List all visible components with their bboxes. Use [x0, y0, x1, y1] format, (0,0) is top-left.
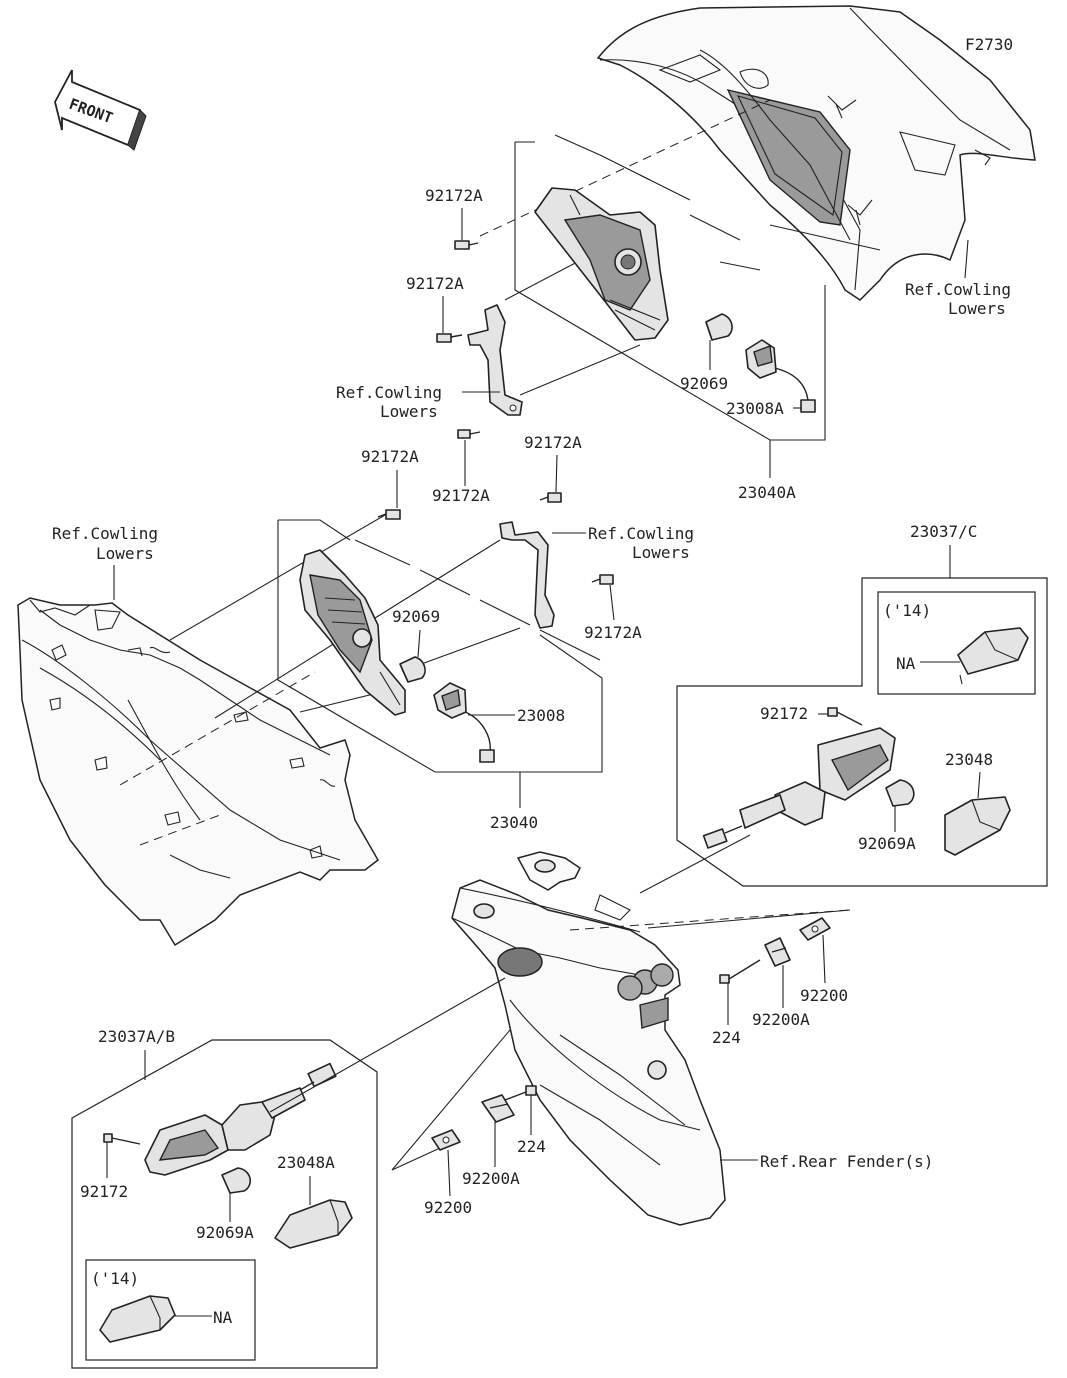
- socket-upper-icon: [745, 339, 816, 413]
- mid-indicator-housing: [299, 549, 406, 716]
- label-plate-left-a: 92200A: [462, 1169, 520, 1188]
- turn-signal-left-box: [71, 1039, 378, 1369]
- ref-cowling-lower-bracket-line1: Ref.Cowling: [588, 524, 694, 543]
- label-lens-right: 23048: [945, 750, 993, 769]
- bulb-right-icon: [885, 779, 915, 807]
- year-14-right-box: [877, 591, 1036, 695]
- label-screw-upper-2: 92172A: [406, 274, 464, 293]
- front-arrow-icon: FRONT: [54, 69, 147, 151]
- label-socket-mid: 23008: [517, 706, 565, 725]
- plate-right-a-icon: [764, 937, 791, 967]
- label-bolt-left: 224: [517, 1137, 546, 1156]
- rear-fender: [451, 851, 851, 1226]
- screw-upper-3-icon: [457, 429, 481, 439]
- label-screw-mid-right: 92172A: [524, 433, 582, 452]
- label-na-right: NA: [896, 654, 916, 673]
- plate-left-a-icon: [481, 1094, 515, 1123]
- ref-cowling-left-line2: Lowers: [96, 544, 154, 563]
- turn-signal-right-box: [676, 577, 1048, 887]
- label-assembly-upper: 23040A: [738, 483, 796, 502]
- screw-signal-right-icon: [827, 707, 863, 726]
- label-bulb-upper: 92069: [680, 374, 728, 393]
- ref-cowling-top-right-line2: Lowers: [948, 299, 1006, 318]
- label-year-14-left: ('14): [91, 1269, 139, 1288]
- label-bulb-left: 92069A: [196, 1223, 254, 1242]
- bulb-upper-icon: [705, 313, 733, 341]
- screw-mid-right-icon: [539, 492, 562, 503]
- bulb-left-icon: [221, 1167, 251, 1194]
- socket-mid-icon: [433, 682, 495, 763]
- upper-indicator-housing: [534, 187, 669, 341]
- left-cowling: [17, 597, 379, 947]
- screw-upper-1-icon: [454, 240, 479, 250]
- label-turn-signal-left: 23037A/B: [98, 1027, 175, 1046]
- label-socket-upper: 23008A: [726, 399, 784, 418]
- label-screw-upper-1: 92172A: [425, 186, 483, 205]
- label-year-14-right: ('14): [883, 601, 931, 620]
- ref-cowling-upper-bracket-line2: Lowers: [380, 402, 438, 421]
- label-bulb-right: 92069A: [858, 834, 916, 853]
- label-screw-mid-left: 92172A: [361, 447, 419, 466]
- plate-right-icon: [799, 917, 831, 941]
- year-14-left-box: [85, 1259, 256, 1361]
- label-lens-left: 23048A: [277, 1153, 335, 1172]
- lens-left-icon: [274, 1199, 353, 1249]
- label-bolt-right: 224: [712, 1028, 741, 1047]
- label-turn-signal-right: 23037/C: [910, 522, 977, 541]
- label-na-left: NA: [213, 1308, 233, 1327]
- mid-bracket: [499, 521, 555, 629]
- plate-left-icon: [431, 1129, 461, 1151]
- label-plate-left: 92200: [424, 1198, 472, 1217]
- label-screw-signal-right: 92172: [760, 704, 808, 723]
- na-lens-right-icon: [957, 627, 1029, 685]
- label-screw-upper-3: 92172A: [432, 486, 490, 505]
- screw-signal-left-icon: [103, 1133, 141, 1145]
- upper-bracket: [467, 304, 523, 416]
- na-lens-left-icon: [99, 1295, 176, 1343]
- label-screw-signal-left: 92172: [80, 1182, 128, 1201]
- label-assembly-mid: 23040: [490, 813, 538, 832]
- lens-right-icon: [944, 796, 1011, 856]
- upper-cowling: [596, 5, 1036, 301]
- ref-cowling-top-right-line1: Ref.Cowling: [905, 280, 1011, 299]
- ref-cowling-upper-bracket-line1: Ref.Cowling: [336, 383, 442, 402]
- ref-cowling-lower-bracket-line2: Lowers: [632, 543, 690, 562]
- screw-mid-left-icon: [377, 509, 401, 520]
- figure-code: F2730: [965, 35, 1013, 54]
- label-plate-right: 92200: [800, 986, 848, 1005]
- screw-mid-lower-icon: [591, 574, 614, 585]
- label-bulb-mid: 92069: [392, 607, 440, 626]
- label-screw-mid-lower: 92172A: [584, 623, 642, 642]
- label-plate-right-a: 92200A: [752, 1010, 810, 1029]
- turn-signal-right-icon: [702, 727, 896, 849]
- ref-cowling-left-line1: Ref.Cowling: [52, 524, 158, 543]
- bulb-mid-icon: [399, 656, 426, 683]
- screw-upper-2-icon: [436, 333, 463, 343]
- ref-rear-fender: Ref.Rear Fender(s): [760, 1152, 933, 1171]
- bolt-right-icon: [719, 959, 761, 984]
